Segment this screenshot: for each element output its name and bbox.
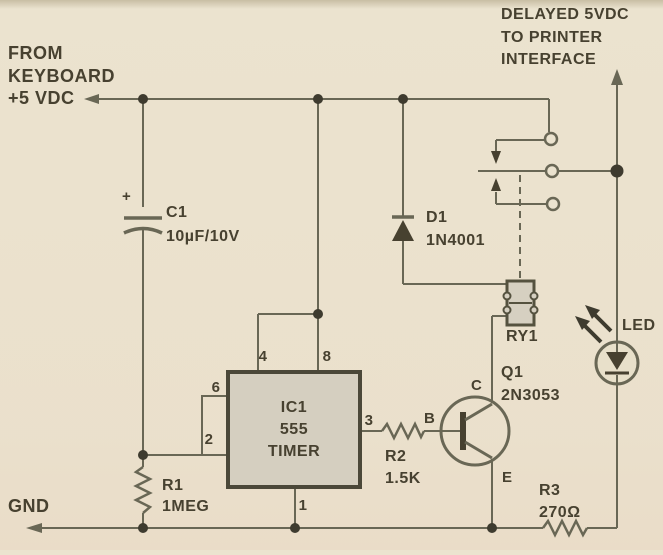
junction-dot xyxy=(138,94,148,104)
ic1-pin-6: 6 xyxy=(212,379,221,396)
q1-value: 2N3053 xyxy=(501,387,560,404)
relay-contact-terminals xyxy=(543,131,561,212)
contact-arrow-down xyxy=(491,151,501,164)
label-from: FROM xyxy=(8,43,63,63)
q1-collector-lead xyxy=(464,402,493,422)
led-triangle xyxy=(606,352,628,370)
ic1-ref: IC1 xyxy=(281,399,307,416)
junction-dot xyxy=(290,523,300,533)
contact-terminal xyxy=(545,196,561,212)
label-delayed-5vdc: DELAYED 5VDC xyxy=(501,6,629,23)
c1-plate-bottom xyxy=(123,226,163,235)
wire-contact-nc xyxy=(495,139,544,151)
contact-terminal xyxy=(544,163,560,179)
junction-dot xyxy=(313,94,323,104)
ic1-pin-8: 8 xyxy=(323,348,332,365)
ic1-pin-2: 2 xyxy=(205,431,214,448)
ic1-part: 555 xyxy=(280,421,308,438)
junction-dot xyxy=(138,450,148,460)
q1-transistor xyxy=(439,395,511,467)
led-diode xyxy=(575,305,640,386)
led-ref: LED xyxy=(622,317,656,334)
label-5vdc: +5 VDC xyxy=(8,88,75,108)
c1-polarity: + xyxy=(122,188,131,205)
contact-arrow-up xyxy=(491,178,501,191)
arrow-up-delayed xyxy=(611,69,623,85)
label-keyboard: KEYBOARD xyxy=(8,66,115,86)
contact-terminal xyxy=(543,131,559,147)
led-arrow-head xyxy=(575,316,590,330)
d1-value: 1N4001 xyxy=(426,232,485,249)
arrow-left-gnd xyxy=(26,523,42,533)
junction-dot xyxy=(138,523,148,533)
scan-edge-top xyxy=(0,0,663,9)
junction-dot xyxy=(487,523,497,533)
d1-diode xyxy=(392,215,414,241)
ry1-bump xyxy=(502,305,512,315)
q1-terminal-c: C xyxy=(471,377,482,394)
junction-dots xyxy=(138,94,624,533)
junction-dot xyxy=(398,94,408,104)
wire-pin6 xyxy=(201,395,227,455)
ry1-relay-coil xyxy=(502,279,539,327)
ic1-555-box xyxy=(226,370,362,489)
wires xyxy=(40,84,618,529)
led-arrow-shaft xyxy=(592,312,613,333)
q1-body xyxy=(439,395,511,467)
d1-anode-triangle xyxy=(392,220,414,241)
q1-ref: Q1 xyxy=(501,364,523,381)
ic1-type: TIMER xyxy=(268,443,320,460)
ic1-pin-1: 1 xyxy=(299,497,308,514)
r1-ref: R1 xyxy=(162,477,183,494)
q1-terminal-e: E xyxy=(502,469,513,486)
arrow-left-from-keyboard xyxy=(84,94,99,104)
ic1-pin-4: 4 xyxy=(259,348,268,365)
ry1-bump xyxy=(529,305,539,315)
c1-capacitor xyxy=(123,216,163,235)
r1-value: 1MEG xyxy=(162,498,209,515)
ry1-bump xyxy=(502,291,512,301)
c1-ref: C1 xyxy=(166,204,187,221)
led-arrow-shaft xyxy=(582,323,603,344)
r3-ref: R3 xyxy=(539,482,560,499)
label-gnd: GND xyxy=(8,496,50,516)
r3-value: 270Ω xyxy=(539,504,581,521)
led-arrow-head xyxy=(585,305,600,319)
c1-value: 10µF/10V xyxy=(166,228,240,245)
r2-resistor xyxy=(380,421,426,441)
led-light-arrows xyxy=(582,312,613,344)
q1-terminal-b: B xyxy=(424,410,435,427)
junction-dot xyxy=(313,309,323,319)
r2-ref: R2 xyxy=(385,448,406,465)
r2-value: 1.5K xyxy=(385,470,421,487)
r1-resistor xyxy=(133,465,153,514)
label-interface: INTERFACE xyxy=(501,51,596,68)
label-to-printer: TO PRINTER xyxy=(501,29,603,46)
r3-resistor xyxy=(541,518,589,538)
ic1-pin-3: 3 xyxy=(365,412,374,429)
ry1-ref: RY1 xyxy=(506,328,538,345)
junction-dot xyxy=(610,164,624,178)
q1-emitter-lead xyxy=(464,440,493,460)
ry1-bump xyxy=(529,291,539,301)
d1-ref: D1 xyxy=(426,209,447,226)
